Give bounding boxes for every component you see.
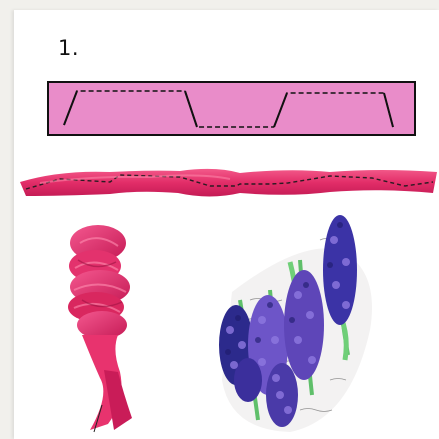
hyacinth-flowers	[219, 215, 372, 432]
